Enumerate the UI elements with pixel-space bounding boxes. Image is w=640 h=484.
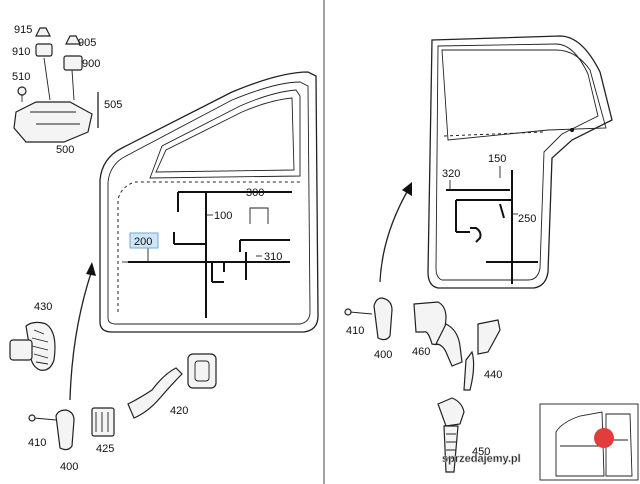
callout-400-rear: 400 [374,349,392,361]
callout-510: 510 [12,71,30,83]
front-door-outline [99,71,319,333]
front-door-bottom-parts [9,262,217,451]
watermark-badge [594,428,614,448]
thumbnail-inset [539,403,639,481]
callout-400-front: 400 [60,461,78,473]
control-unit-parts [13,27,99,143]
callout-420: 420 [170,405,188,417]
callout-410-rear: 410 [346,325,364,337]
callout-425: 425 [96,443,114,455]
callout-915: 915 [14,24,32,36]
callout-300: 300 [246,187,264,199]
callout-460: 460 [412,346,430,358]
rear-door-harness [446,170,538,284]
callout-900: 900 [82,58,100,70]
watermark: sprzedajemy.pl [442,453,521,465]
callout-150: 150 [488,153,506,165]
callout-320: 320 [442,168,460,180]
rear-door-outline [427,35,613,289]
callout-910: 910 [12,46,30,58]
rear-door-bottom-parts [344,182,501,473]
callout-505: 505 [104,99,122,111]
rear-door-leader-lines [449,166,518,215]
front-door-leader-lines [147,207,269,262]
callout-500: 500 [56,144,74,156]
front-door-harness [128,191,292,318]
callout-450: 450 [472,446,490,458]
highlight-box [129,232,159,249]
callout-100: 100 [214,210,232,222]
callout-440: 440 [484,369,502,381]
callout-200: 200 [134,236,152,248]
callout-430: 430 [34,301,52,313]
callout-905: 905 [78,37,96,49]
callout-250: 250 [518,213,536,225]
callout-410-front: 410 [28,437,46,449]
callout-310: 310 [264,251,282,263]
